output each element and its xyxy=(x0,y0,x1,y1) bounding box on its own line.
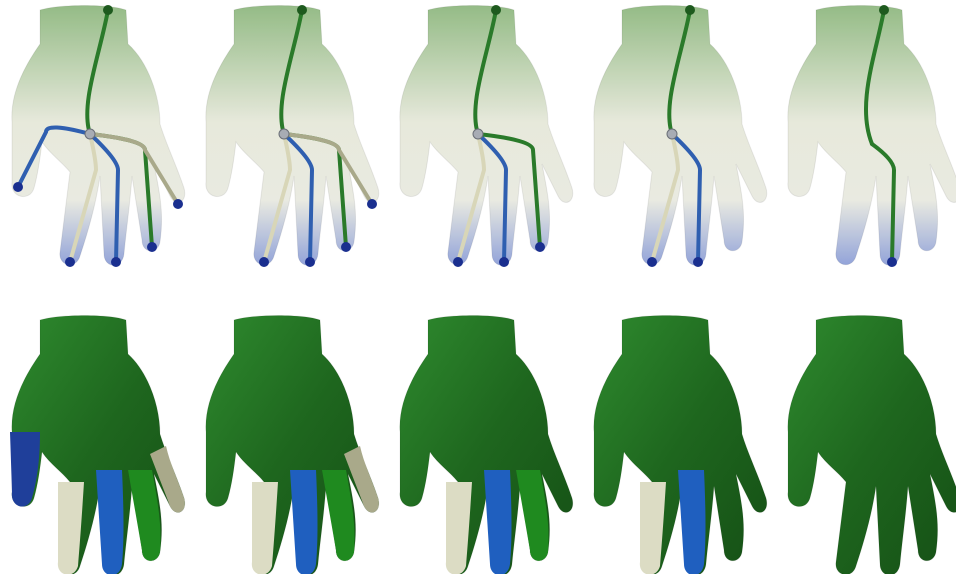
joint-node xyxy=(667,129,677,139)
tip-node-middle xyxy=(305,257,315,267)
hand-outline xyxy=(788,6,956,266)
tip-node-ring xyxy=(147,242,157,252)
segment-middle xyxy=(484,470,512,574)
tip-node-middle xyxy=(693,257,703,267)
segment-middle xyxy=(96,470,124,574)
segment-middle xyxy=(678,470,706,574)
hand-mesh xyxy=(594,316,767,574)
root-node xyxy=(297,5,307,15)
joint-node xyxy=(473,129,483,139)
tip-node-ring xyxy=(535,242,545,252)
root-node xyxy=(879,5,889,15)
tip-node-pinky xyxy=(173,199,183,209)
tip-node-index xyxy=(65,257,75,267)
joint-node xyxy=(85,129,95,139)
tip-node-pinky xyxy=(367,199,377,209)
segment-middle xyxy=(290,470,318,574)
tip-node-middle xyxy=(111,257,121,267)
tip-node-middle xyxy=(499,257,509,267)
segment-thumb xyxy=(10,432,40,507)
skeleton-row xyxy=(12,5,956,267)
tip-node-index xyxy=(453,257,463,267)
hand-mesh xyxy=(788,316,956,574)
segmentation-row xyxy=(10,316,956,574)
hand-outline xyxy=(594,316,767,574)
tip-node-index xyxy=(647,257,657,267)
root-node xyxy=(103,5,113,15)
root-node xyxy=(685,5,695,15)
root-node xyxy=(491,5,501,15)
tip-node-thumb xyxy=(13,182,23,192)
hand-outline xyxy=(788,316,956,574)
tip-node-index xyxy=(259,257,269,267)
joint-node xyxy=(279,129,289,139)
hand-mesh xyxy=(788,6,956,266)
tip-node-middle xyxy=(887,257,897,267)
tip-node-ring xyxy=(341,242,351,252)
